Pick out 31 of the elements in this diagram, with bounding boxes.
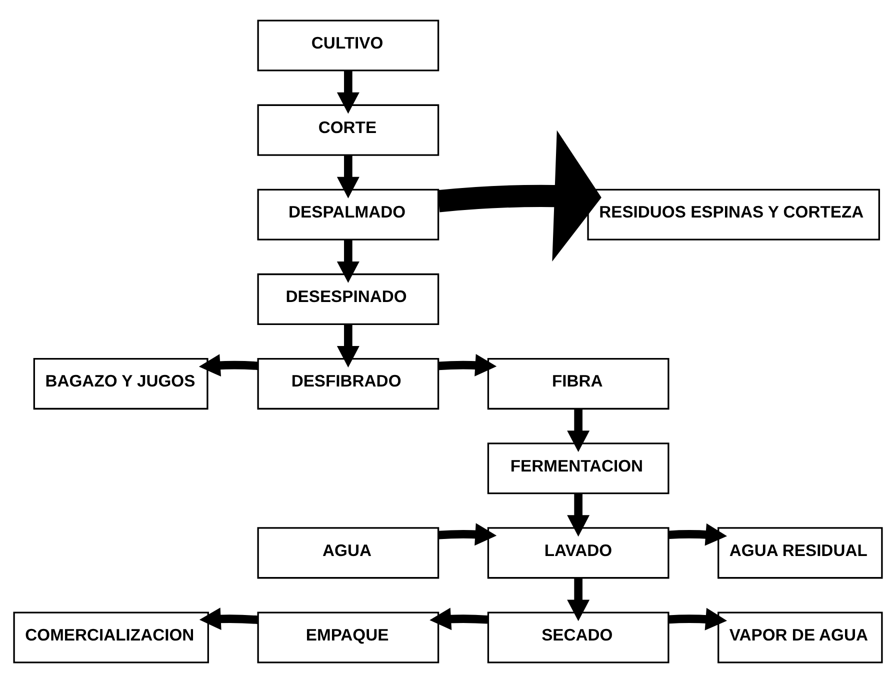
node-box: AGUA RESIDUAL: [718, 526, 883, 578]
node-box: COMERCIALIZACION: [13, 611, 209, 663]
node-box: CULTIVO: [257, 19, 440, 71]
node-box: SECADO: [487, 611, 670, 663]
arrow: [199, 607, 258, 630]
arrow: [438, 353, 497, 376]
node-box: CORTE: [257, 104, 440, 156]
node-box: VAPOR DE AGUA: [718, 611, 883, 663]
arrow: [567, 408, 590, 452]
node-box: FIBRA: [487, 358, 670, 410]
arrow: [336, 239, 360, 282]
arrow: [567, 577, 590, 621]
arrow: [198, 354, 258, 376]
arrow: [567, 492, 590, 536]
arrow: [668, 522, 728, 546]
node-box: DESFIBRADO: [257, 358, 440, 410]
node-box: AGUA: [257, 526, 440, 578]
arrow: [336, 154, 360, 198]
node-box: BAGAZO Y JUGOS: [33, 358, 208, 410]
node-box: DESPALMADO: [257, 188, 440, 240]
arrow: [437, 130, 602, 261]
arrow: [668, 607, 728, 630]
node-box: LAVADO: [487, 526, 670, 578]
node-box: EMPAQUE: [257, 611, 440, 663]
arrow: [430, 607, 488, 630]
arrow: [438, 522, 497, 546]
node-box: FERMENTACION: [487, 442, 670, 494]
arrow: [336, 70, 360, 114]
node-box: RESIDUOS ESPINAS Y CORTEZA: [587, 188, 880, 240]
arrow: [336, 324, 360, 367]
node-box: DESESPINADO: [257, 272, 440, 324]
